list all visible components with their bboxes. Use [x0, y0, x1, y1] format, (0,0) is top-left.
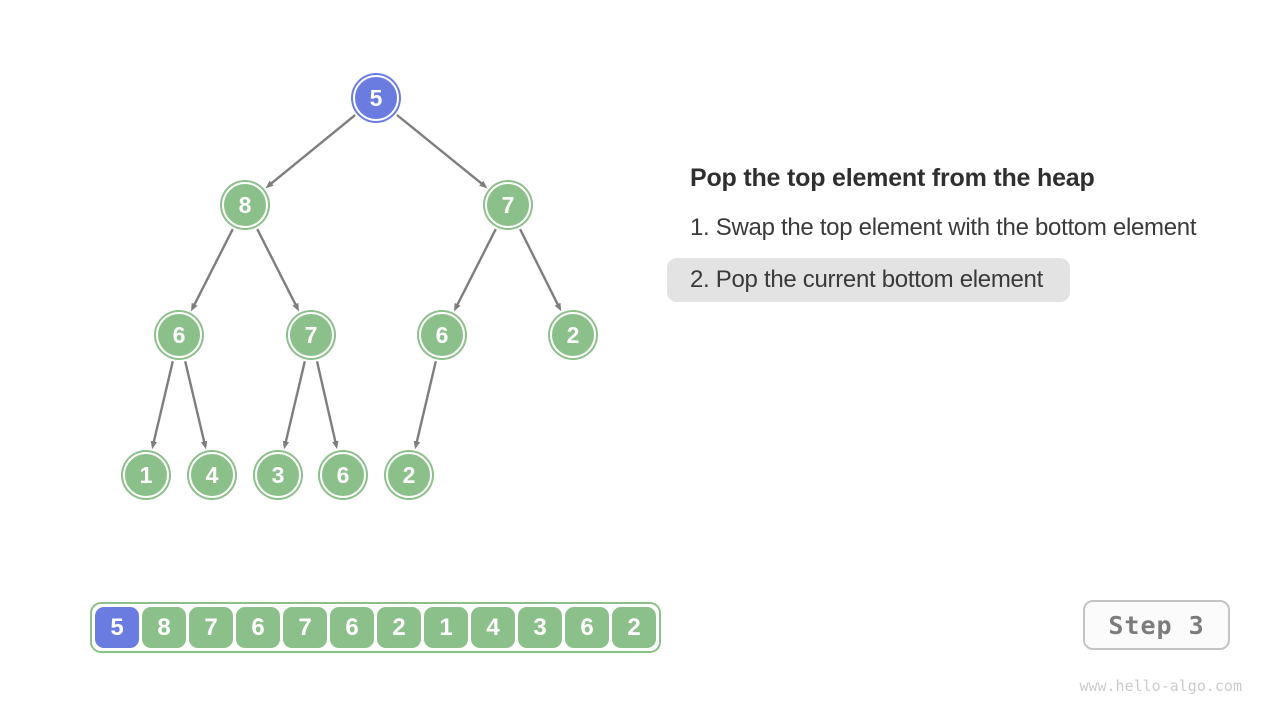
- tree-edge: [265, 114, 356, 189]
- tree-node: 3: [255, 452, 301, 498]
- tree-edge: [282, 361, 306, 450]
- tree-edge: [256, 228, 300, 312]
- array-cell: 6: [330, 607, 374, 648]
- array-cell: 7: [283, 607, 327, 648]
- tree-edge: [453, 228, 497, 312]
- tree-node: 8: [222, 182, 268, 228]
- tree-node: 6: [320, 452, 366, 498]
- tree-node: 2: [386, 452, 432, 498]
- array-cell: 5: [95, 607, 139, 648]
- tree-edge: [150, 361, 174, 450]
- step-indicator: Step 3: [1083, 600, 1230, 650]
- array-cell: 2: [377, 607, 421, 648]
- array-cell: 1: [424, 607, 468, 648]
- instruction-step-1: 1. Swap the top element with the bottom …: [690, 214, 1197, 241]
- tree-edge: [184, 361, 208, 450]
- tree-node: 1: [123, 452, 169, 498]
- tree-edge: [396, 114, 488, 189]
- instruction-step-2-highlighted: 2. Pop the current bottom element: [667, 258, 1070, 302]
- tree-edge: [190, 228, 234, 312]
- tree-node: 4: [189, 452, 235, 498]
- tree-edge: [315, 361, 339, 450]
- tree-node: 7: [485, 182, 531, 228]
- tree-edge: [413, 361, 437, 450]
- tree-node: 6: [156, 312, 202, 358]
- instruction-title: Pop the top element from the heap: [690, 164, 1095, 192]
- array-cell: 7: [189, 607, 233, 648]
- array-cell: 4: [471, 607, 515, 648]
- tree-node: 7: [288, 312, 334, 358]
- array-cell: 8: [142, 607, 186, 648]
- array-cell: 6: [236, 607, 280, 648]
- tree-node: 5: [353, 75, 399, 121]
- watermark-url: www.hello-algo.com: [1079, 677, 1242, 695]
- tree-edge: [519, 228, 562, 312]
- array-cell: 2: [612, 607, 656, 648]
- tree-node: 6: [419, 312, 465, 358]
- array-cell: 6: [565, 607, 609, 648]
- tree-node: 2: [550, 312, 596, 358]
- array-cell: 3: [518, 607, 562, 648]
